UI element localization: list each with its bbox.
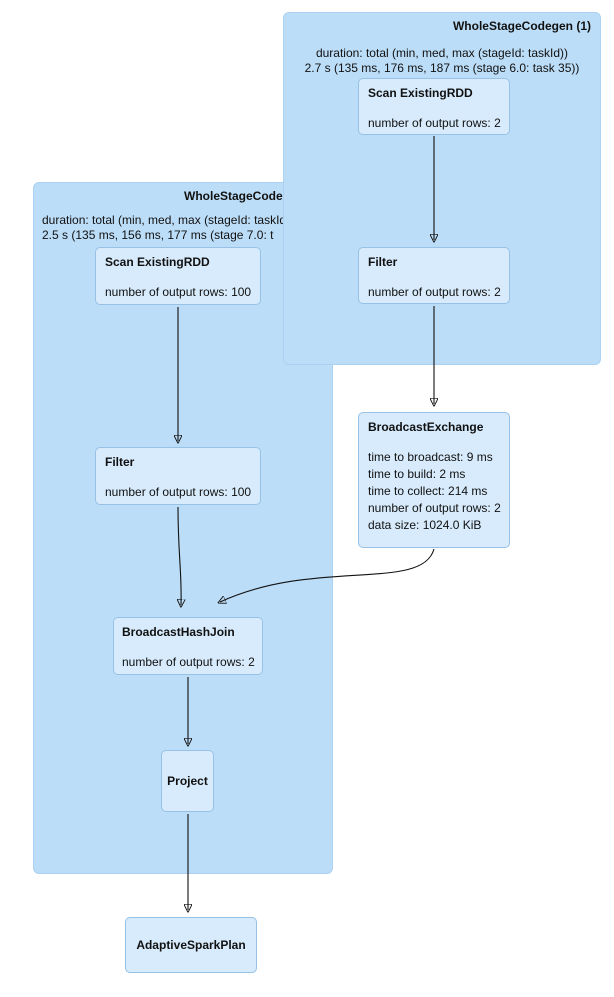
node-metric: time to broadcast: 9 ms xyxy=(368,450,493,464)
node-title: BroadcastHashJoin xyxy=(122,625,235,639)
node-title: Filter xyxy=(105,455,135,469)
node-filter-2: Filter number of output rows: 100 xyxy=(95,447,261,505)
duration-label: duration: total (min, med, max (stageId:… xyxy=(315,46,569,60)
node-title: BroadcastExchange xyxy=(368,420,484,434)
node-metric: number of output rows: 2 xyxy=(368,501,501,515)
cluster-duration: duration: total (min, med, max (stageId:… xyxy=(42,213,294,243)
node-metric: number of output rows: 2 xyxy=(368,116,501,130)
duration-value: 2.5 s (135 ms, 156 ms, 177 ms (stage 7.0… xyxy=(42,228,274,242)
node-metric: number of output rows: 2 xyxy=(122,655,255,669)
cluster-duration: duration: total (min, med, max (stageId:… xyxy=(284,46,600,76)
node-metric: data size: 1024.0 KiB xyxy=(368,518,482,532)
node-metric: number of output rows: 100 xyxy=(105,485,252,499)
node-metric: number of output rows: 2 xyxy=(368,285,501,299)
duration-value: 2.7 s (135 ms, 176 ms, 187 ms (stage 6.0… xyxy=(304,61,580,75)
node-title: Scan ExistingRDD xyxy=(105,255,210,269)
node-title: Scan ExistingRDD xyxy=(368,86,473,100)
node-broadcast-hash-join: BroadcastHashJoin number of output rows:… xyxy=(113,617,263,675)
duration-label: duration: total (min, med, max (stageId:… xyxy=(42,213,295,227)
node-title: Filter xyxy=(368,255,398,269)
node-scan-existingrdd-1: Scan ExistingRDD number of output rows: … xyxy=(358,78,510,135)
node-broadcast-exchange: BroadcastExchange time to broadcast: 9 m… xyxy=(358,412,510,548)
node-filter-1: Filter number of output rows: 2 xyxy=(358,247,510,304)
cluster-title: WholeStageCodegen (1) xyxy=(452,19,591,33)
node-metric: number of output rows: 100 xyxy=(105,285,252,299)
node-scan-existingrdd-2: Scan ExistingRDD number of output rows: … xyxy=(95,247,261,305)
node-project: Project xyxy=(161,750,214,812)
node-title: Project xyxy=(167,774,208,788)
node-metric: time to collect: 214 ms xyxy=(368,484,488,498)
node-adaptive-spark-plan: AdaptiveSparkPlan xyxy=(125,917,257,973)
node-title: AdaptiveSparkPlan xyxy=(136,938,246,952)
cluster-wholestagecodegen-1: WholeStageCodegen (1) duration: total (m… xyxy=(283,12,601,365)
node-metric: time to build: 2 ms xyxy=(368,467,466,481)
